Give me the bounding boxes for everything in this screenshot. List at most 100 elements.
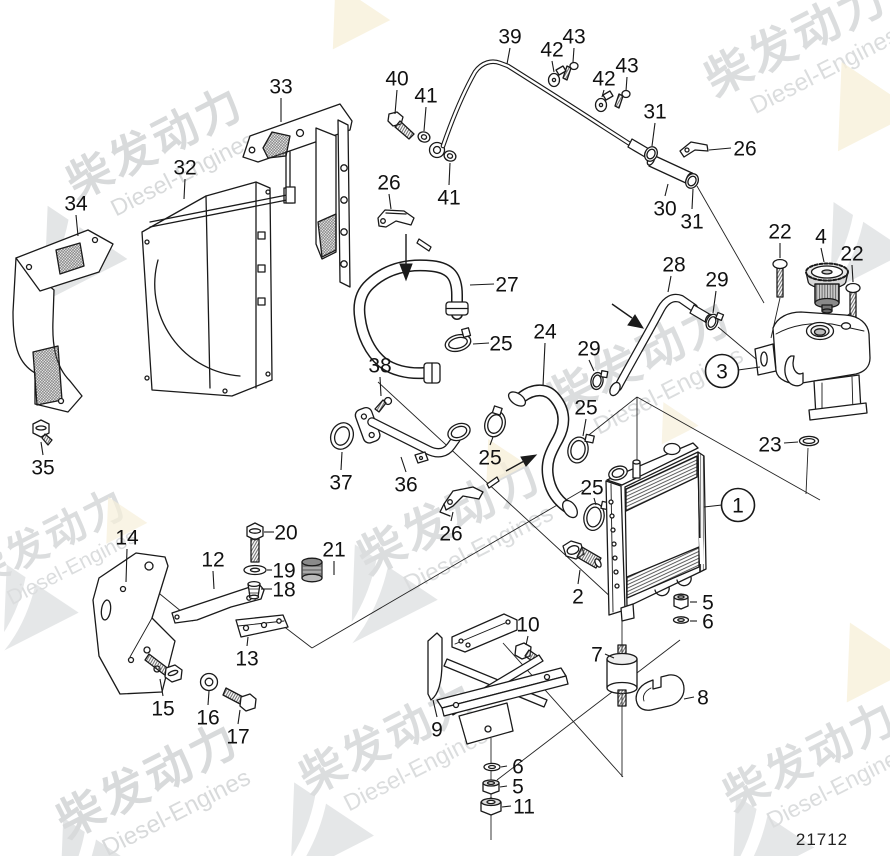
leader-line-25a: [472, 342, 490, 345]
part-34-protecting-plate: [12, 229, 114, 413]
part-7-vibration-damper: [606, 644, 638, 707]
leader-line-41a: [423, 106, 427, 132]
leader-line-36: [400, 456, 407, 473]
brand-logo-icon: [290, 782, 374, 856]
part-label-19: 19: [272, 560, 295, 583]
arrow-up-right-icon: [505, 454, 538, 472]
part-label-33: 33: [269, 76, 292, 99]
figure-number: 21712: [796, 830, 848, 849]
leader-line-43b: [625, 76, 628, 92]
part-29-clamps: [590, 311, 725, 391]
watermark: [106, 496, 148, 544]
part-label-26a: 26: [377, 172, 400, 195]
leader-line-26a: [388, 193, 392, 210]
leader-line-22b: [851, 264, 854, 283]
watermark: [486, 438, 528, 486]
part-label-30: 30: [653, 198, 676, 221]
part-label-21: 21: [322, 539, 345, 562]
part-24-hose: [507, 384, 578, 519]
brand-logo-icon: [332, 0, 391, 50]
leader-line-26c: [450, 511, 454, 522]
arrow-down-icon: [399, 234, 413, 282]
part-label-15: 15: [151, 698, 174, 721]
leader-line-5b: [499, 785, 508, 788]
part-label-39: 39: [498, 26, 521, 49]
leader-line-12: [212, 570, 215, 590]
part-22-screws: [772, 258, 861, 320]
leader-line-15: [159, 678, 164, 697]
part-label-41a: 41: [414, 85, 437, 108]
part-41-washers: [417, 131, 457, 162]
part-40-bolt: [387, 111, 415, 140]
part-label-23: 23: [758, 434, 781, 457]
part-label-25c: 25: [574, 397, 597, 420]
part-16-washer: [199, 672, 219, 692]
part-label-37: 37: [329, 472, 352, 495]
leader-line-29b: [588, 359, 595, 372]
part-6-washer-upper: [672, 616, 690, 624]
part-9-support-bracket: [427, 613, 569, 745]
leader-line-14: [125, 548, 128, 583]
part-11-nut: [480, 797, 502, 816]
part-label-41b: 41: [437, 187, 460, 210]
leader-line-7: [604, 653, 615, 659]
part-label-12: 12: [201, 549, 224, 572]
leader-line-37: [340, 451, 343, 471]
part-1-radiator: [605, 442, 707, 622]
part-label-13: 13: [235, 648, 258, 671]
part-label-3: 3: [716, 361, 728, 384]
part-39-coolant-pipe: [440, 59, 650, 158]
part-28-hose: [609, 293, 714, 397]
part-33-top-bracket: [242, 103, 353, 288]
part-label-4: 4: [815, 226, 827, 249]
part-4-pressure-cap: [805, 262, 849, 314]
part-label-1: 1: [732, 495, 744, 518]
part-label-2: 2: [572, 586, 584, 609]
part-label-8: 8: [697, 687, 709, 710]
leader-line-25c: [582, 418, 587, 437]
construction-lines: [132, 185, 853, 840]
leader-line-38: [379, 376, 382, 397]
part-label-32: 32: [173, 157, 196, 180]
leader-line-17: [237, 709, 241, 725]
part-19-washer: [243, 564, 267, 576]
brand-logo-icon: [106, 496, 148, 544]
leader-line-8: [683, 696, 695, 700]
part-26-bracket-right: [679, 141, 709, 158]
part-label-5b: 5: [512, 776, 524, 799]
watermark: [846, 622, 890, 703]
part-label-34: 34: [64, 193, 88, 216]
part-label-35: 35: [31, 457, 54, 480]
part-21-grommet: [301, 557, 323, 583]
leader-line-3: [737, 366, 761, 371]
leader-line-25b: [489, 436, 494, 446]
part-2-drain-plug: [562, 540, 602, 569]
part-label-6b: 6: [512, 756, 524, 779]
leader-line-16: [207, 690, 210, 706]
leader-line-41b: [448, 162, 451, 186]
part-label-29b: 29: [577, 338, 600, 361]
part-38-screw: [374, 396, 393, 413]
part-42-clamps: [547, 65, 614, 113]
part-37-gasket: [329, 422, 355, 450]
part-18-bushing: [247, 580, 261, 600]
assembly-arrows: [399, 234, 645, 472]
part-label-25a: 25: [489, 333, 512, 356]
leader-line-35: [40, 441, 44, 456]
leader-line-31b: [691, 188, 694, 210]
part-label-43b: 43: [615, 55, 638, 78]
part-label-31a: 31: [643, 101, 666, 124]
part-label-16: 16: [196, 707, 219, 730]
leader-line-30: [664, 183, 669, 197]
part-label-38: 38: [368, 355, 391, 378]
brand-logo-icon: [486, 438, 528, 486]
part-32-fan-shroud: [141, 181, 296, 397]
part-label-25d: 25: [580, 477, 603, 500]
leader-line-11: [501, 805, 512, 808]
leader-line-32: [183, 178, 186, 200]
part-31-clamps: [643, 146, 700, 189]
leader-line-23: [783, 441, 799, 444]
part-label-43a: 43: [562, 26, 585, 49]
part-label-10: 10: [516, 614, 539, 637]
